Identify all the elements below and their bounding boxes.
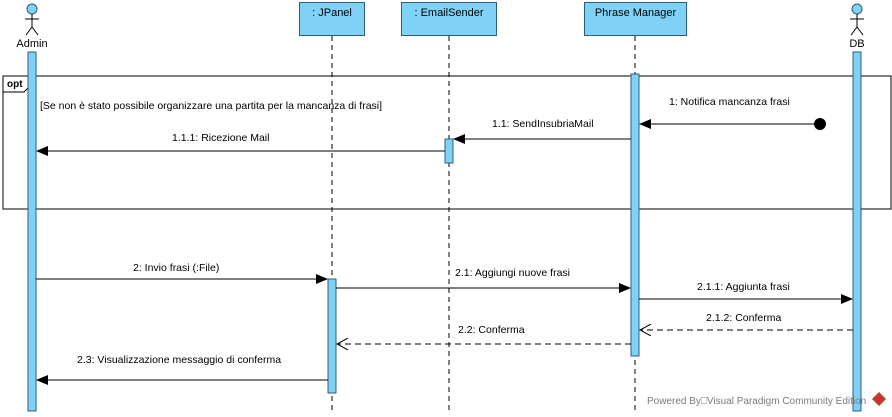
message-label: 2.2: Conferma	[458, 324, 525, 336]
actor-admin-label: Admin	[16, 38, 48, 50]
opt-operator-tab	[2, 75, 30, 93]
activation-emailsender	[444, 138, 454, 164]
message-label: 1: Notifica mancanza frasi	[669, 96, 790, 108]
message-label: 2: Invio frasi (:File)	[133, 262, 220, 274]
message-label: 2.3: Visualizzazione messaggio di confer…	[77, 354, 282, 366]
message-label: 2.1.1: Aggiunta frasi	[697, 281, 790, 293]
lifeline-head-jpanel: : JPanel	[299, 2, 365, 36]
watermark-text: Powered By⎕Visual Paradigm Community Edi…	[647, 396, 867, 407]
visual-paradigm-logo-icon	[872, 392, 886, 406]
actor-db-label: DB	[849, 38, 865, 50]
admin-actor-icon	[25, 3, 39, 36]
db-actor-icon	[850, 3, 864, 36]
activation-db	[852, 51, 862, 412]
message-label: 2.1: Aggiungi nuove frasi	[455, 267, 570, 279]
activation-phrase-manager	[630, 73, 640, 357]
message-label: 1.1: SendInsubriaMail	[492, 118, 594, 130]
found-message-origin	[814, 118, 826, 130]
message-label: 1.1.1: Ricezione Mail	[172, 132, 270, 144]
fragment-guard: [Se non è stato possibile organizzare un…	[40, 100, 383, 112]
lifeline-head-phrase-manager: Phrase Manager	[584, 2, 687, 36]
fragment-operator: opt	[7, 79, 23, 90]
activation-admin	[27, 51, 37, 412]
lifeline-head-emailsender: : EmailSender	[401, 2, 497, 36]
activation-jpanel	[327, 278, 337, 394]
message-label: 2.1.2: Conferma	[706, 312, 782, 324]
opt-fragment	[2, 75, 892, 210]
